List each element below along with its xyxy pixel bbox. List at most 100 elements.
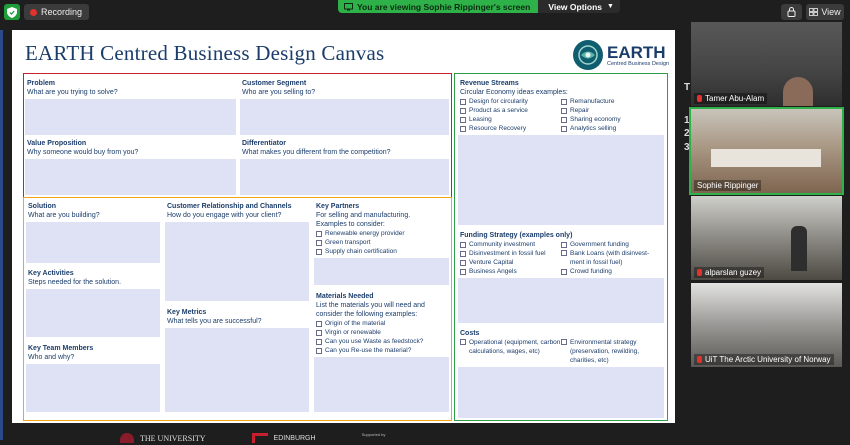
- checkbox-icon: [561, 241, 567, 248]
- costs-cell: Costs Operational (equipment, carbon cal…: [457, 326, 665, 419]
- view-options-label: View Options: [548, 1, 603, 12]
- university-crest-icon: [120, 433, 134, 443]
- checkbox-icon: [561, 116, 567, 123]
- checkbox-item: Can you use Waste as feedstock?: [316, 337, 447, 346]
- participant-name: alparslan guzey: [694, 267, 765, 278]
- grid-view-icon: [809, 8, 819, 16]
- checkbox-icon: [460, 116, 466, 123]
- checkbox-label: Origin of the material: [325, 320, 386, 327]
- checkbox-label: Community investment: [469, 241, 536, 248]
- checkbox-icon: [460, 250, 466, 257]
- funding-strategy-cell: Funding Strategy (examples only) Communi…: [457, 228, 665, 324]
- revenue-streams-subtitle: Circular Economy ideas examples:: [460, 89, 568, 96]
- view-button[interactable]: View: [806, 4, 844, 20]
- checkbox-label: Design for circularity: [469, 98, 528, 105]
- recording-label: Recording: [41, 7, 83, 17]
- slide-title: EARTH Centred Business Design Canvas: [25, 41, 385, 65]
- key-activities-subtitle: Steps needed for the solution.: [28, 279, 122, 286]
- customer-segment-cell: Customer Segment Who are you selling to?: [239, 76, 450, 136]
- solution-subtitle: What are you building?: [28, 212, 100, 219]
- checkbox-label: Crowd funding: [570, 268, 612, 275]
- checkbox-label: Sharing economy: [570, 116, 621, 123]
- key-metrics-cell: Key Metrics What tells you are successfu…: [164, 305, 310, 413]
- side-fragment: 2: [684, 128, 690, 139]
- lock-screen-button[interactable]: [781, 4, 802, 20]
- checkbox-item: Remanufacture: [561, 97, 662, 106]
- differentiator-title: Differentiator: [242, 140, 286, 147]
- checkbox-label: Business Angels: [469, 268, 517, 275]
- checkbox-item: Sharing economy: [561, 115, 662, 124]
- checkbox-item: Repair: [561, 106, 662, 115]
- materials-needed-cell: Materials Needed List the materials you …: [313, 289, 450, 413]
- checkbox-item: Business Angels: [460, 267, 561, 276]
- checkbox-label: Environmental strategy (preservation, re…: [570, 339, 640, 364]
- key-team-cell: Key Team Members Who and why?: [25, 341, 161, 413]
- checkbox-label: Repair: [570, 107, 590, 114]
- participant-tile[interactable]: Tamer Abu-Alam: [691, 22, 842, 106]
- checkbox-item: Venture Capital: [460, 258, 561, 267]
- window-edge-accent: [0, 30, 3, 440]
- checkbox-label: Leasing: [469, 116, 492, 123]
- differentiator-cell: Differentiator What makes you different …: [239, 136, 450, 196]
- key-activities-title: Key Activities: [28, 270, 74, 277]
- logo-subtext: Centred Business Design: [607, 60, 670, 67]
- checkbox-icon: [460, 241, 466, 248]
- checkbox-icon: [316, 347, 322, 354]
- checkbox-icon: [460, 98, 466, 105]
- participant-tile[interactable]: alparslan guzey: [691, 196, 842, 280]
- mic-muted-icon: [697, 269, 702, 276]
- checkbox-item: Origin of the material: [316, 319, 447, 328]
- differentiator-subtitle: What makes you different from the compet…: [242, 149, 391, 156]
- checkbox-label: Product as a service: [469, 107, 528, 114]
- checkbox-item: Renewable energy provider: [316, 229, 447, 238]
- checkbox-item: Crowd funding: [561, 267, 662, 276]
- checkbox-label: Analytics selling: [570, 125, 617, 132]
- key-team-title: Key Team Members: [28, 345, 94, 352]
- key-partners-examples-label: Examples to consider:: [316, 221, 385, 228]
- person-silhouette: [783, 77, 813, 106]
- share-message-text: You are viewing Sophie Rippinger's scree…: [357, 1, 531, 12]
- checkbox-icon: [316, 230, 322, 237]
- checkbox-item: Government funding: [561, 240, 662, 249]
- checkbox-icon: [316, 320, 322, 327]
- participant-tile[interactable]: UiT The Arctic University of Norway: [691, 283, 842, 367]
- checkbox-item: Resource Recovery: [460, 124, 561, 133]
- costs-title: Costs: [460, 330, 480, 337]
- key-partners-title: Key Partners: [316, 203, 360, 210]
- revenue-streams-cell: Revenue Streams Circular Economy ideas e…: [457, 76, 665, 226]
- checkbox-label: Can you use Waste as feedstock?: [325, 338, 424, 345]
- checkbox-label: Can you Re-use the material?: [325, 347, 412, 354]
- key-partners-subtitle: For selling and manufacturing.: [316, 212, 411, 219]
- checkbox-item: Virgin or renewable: [316, 328, 447, 337]
- value-proposition-subtitle: Why someone would buy from you?: [27, 149, 139, 156]
- checkbox-icon: [561, 98, 567, 105]
- participant-name: Sophie Rippinger: [694, 180, 762, 191]
- participant-tile[interactable]: Sophie Rippinger: [689, 107, 844, 195]
- checkbox-icon: [316, 248, 322, 255]
- view-options-button[interactable]: View Options ▼: [538, 0, 620, 13]
- checkbox-icon: [561, 107, 567, 114]
- funding-strategy-title: Funding Strategy (examples only): [460, 232, 573, 239]
- edinburgh-logo-icon: [251, 433, 268, 443]
- key-partners-cell: Key Partners For selling and manufacturi…: [313, 199, 450, 286]
- chevron-down-icon: ▼: [607, 3, 614, 10]
- key-metrics-subtitle: What tells you are successful?: [167, 318, 262, 325]
- customer-relationship-title: Customer Relationship and Channels: [167, 203, 292, 210]
- checkbox-label: Resource Recovery: [469, 125, 527, 132]
- checkbox-item: Design for circularity: [460, 97, 561, 106]
- checkbox-icon: [561, 250, 567, 256]
- checkbox-icon: [316, 239, 322, 246]
- checkbox-item: Can you Re-use the material?: [316, 346, 447, 355]
- participant-name: UiT The Arctic University of Norway: [694, 354, 834, 365]
- customer-relationship-cell: Customer Relationship and Channels How d…: [164, 199, 310, 302]
- security-shield-icon[interactable]: [4, 4, 20, 20]
- recording-indicator[interactable]: Recording: [24, 4, 90, 20]
- checkbox-icon: [561, 339, 567, 345]
- checkbox-item: Bank Loans (with disinvest-ment in fossi…: [561, 249, 662, 267]
- checkbox-label: Bank Loans (with disinvest-ment in fossi…: [570, 250, 650, 266]
- key-activities-cell: Key Activities Steps needed for the solu…: [25, 266, 161, 338]
- checkbox-icon: [460, 107, 466, 114]
- checkbox-item: Supply chain certification: [316, 247, 447, 256]
- checkbox-icon: [460, 268, 466, 275]
